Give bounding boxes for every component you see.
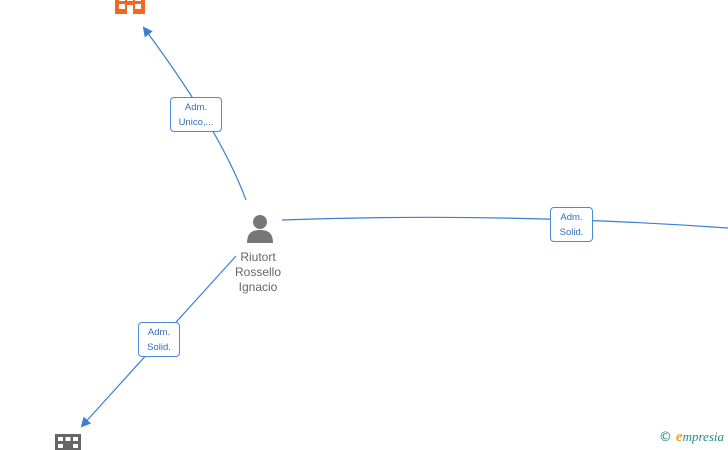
edge-label-line: Adm.: [147, 327, 171, 338]
person-name-line: Riutort: [240, 250, 276, 264]
person-name-line: Ignacio: [238, 280, 278, 294]
edge-label-line: Adm.: [560, 212, 583, 223]
edge-label-line: Unico,...: [178, 117, 214, 128]
person-name[interactable]: Riutort Rossello Ignacio: [218, 250, 298, 295]
edge-label-top[interactable]: Adm. Unico,...: [170, 97, 222, 132]
edge-label-bottom[interactable]: Adm. Solid.: [138, 322, 180, 357]
brand-first-letter: e: [675, 429, 683, 445]
copyright-symbol: ©: [658, 430, 672, 445]
brand-name-rest: mpresia: [682, 429, 724, 444]
building-icon[interactable]: [55, 434, 81, 450]
edge-label-line: Adm.: [184, 102, 208, 113]
edge-right-line[interactable]: [281, 216, 728, 229]
person-name-line: Rossello: [234, 265, 282, 279]
edge-label-line: Solid.: [559, 227, 584, 238]
building-icon[interactable]: [113, 0, 147, 14]
edge-label-line: Solid.: [147, 342, 171, 353]
brand-watermark: ©empresia: [659, 429, 724, 446]
edge-label-right[interactable]: Adm. Solid.: [550, 207, 593, 242]
person-icon[interactable]: [246, 214, 274, 244]
